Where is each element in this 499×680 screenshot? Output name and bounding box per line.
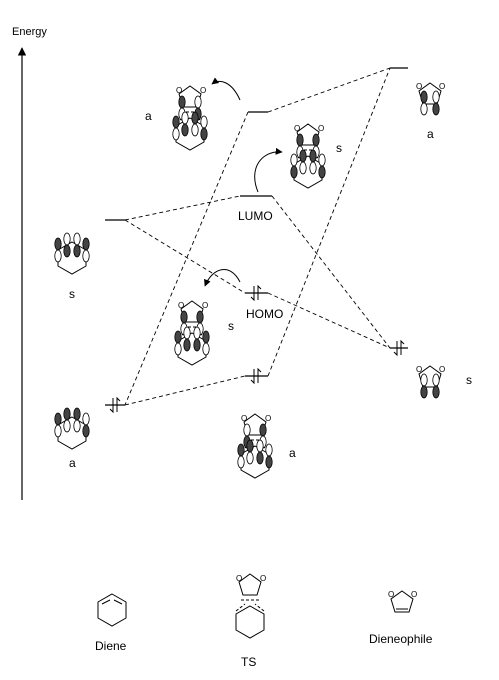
- svg-text:O: O: [416, 82, 422, 91]
- legend-dienophile-structure: O O: [388, 590, 417, 613]
- orbital-dienophile-antisymmetric: O O: [416, 82, 445, 116]
- svg-text:O: O: [416, 365, 422, 374]
- legend-diene-structure: [97, 593, 127, 627]
- electron-pair-dienophile-lower: [393, 339, 405, 357]
- legend-dienophile-label: Dieneophile: [369, 632, 433, 646]
- orbital-ts-lowest: [237, 414, 273, 478]
- symmetry-diene-upper: s: [69, 287, 75, 301]
- symmetry-ts-lowest: a: [289, 446, 296, 460]
- interaction-arrow-lumo: [254, 147, 283, 193]
- electron-pair-ts-lowest: [250, 367, 262, 385]
- legend-ts-label: TS: [241, 655, 256, 669]
- correlation-lines: [124, 67, 391, 406]
- svg-text:O: O: [439, 365, 445, 374]
- orbital-diene-antisymmetric: [54, 407, 90, 450]
- symmetry-dienophile-top: a: [427, 127, 434, 141]
- orbital-dienophile-symmetric: O O: [416, 365, 445, 399]
- orbital-ts-lumo: [290, 124, 326, 188]
- legend-diene-label: Diene: [95, 639, 127, 653]
- lumo-label: LUMO: [238, 209, 273, 223]
- orbital-diene-symmetric: [54, 232, 90, 275]
- interaction-arrow-top: [211, 77, 241, 101]
- interaction-arrow-homo: [204, 269, 241, 287]
- svg-text:O: O: [411, 590, 417, 599]
- svg-text:O: O: [439, 82, 445, 91]
- electron-pair-ts-homo: [250, 284, 262, 302]
- homo-label: HOMO: [246, 307, 283, 321]
- svg-text:O: O: [388, 590, 394, 599]
- symmetry-ts-homo: s: [228, 319, 234, 333]
- symmetry-diene-lower: a: [69, 456, 76, 470]
- symmetry-ts-lumo: s: [336, 141, 342, 155]
- energy-axis-label: Energy: [12, 26, 47, 38]
- orbital-ts-top: [172, 86, 208, 150]
- orbital-ts-homo: [174, 301, 210, 365]
- electron-pair-diene-lower: [109, 396, 121, 414]
- legend-ts-structure: [236, 574, 266, 638]
- symmetry-dienophile-lower: s: [466, 373, 472, 387]
- symmetry-ts-top: a: [145, 109, 152, 123]
